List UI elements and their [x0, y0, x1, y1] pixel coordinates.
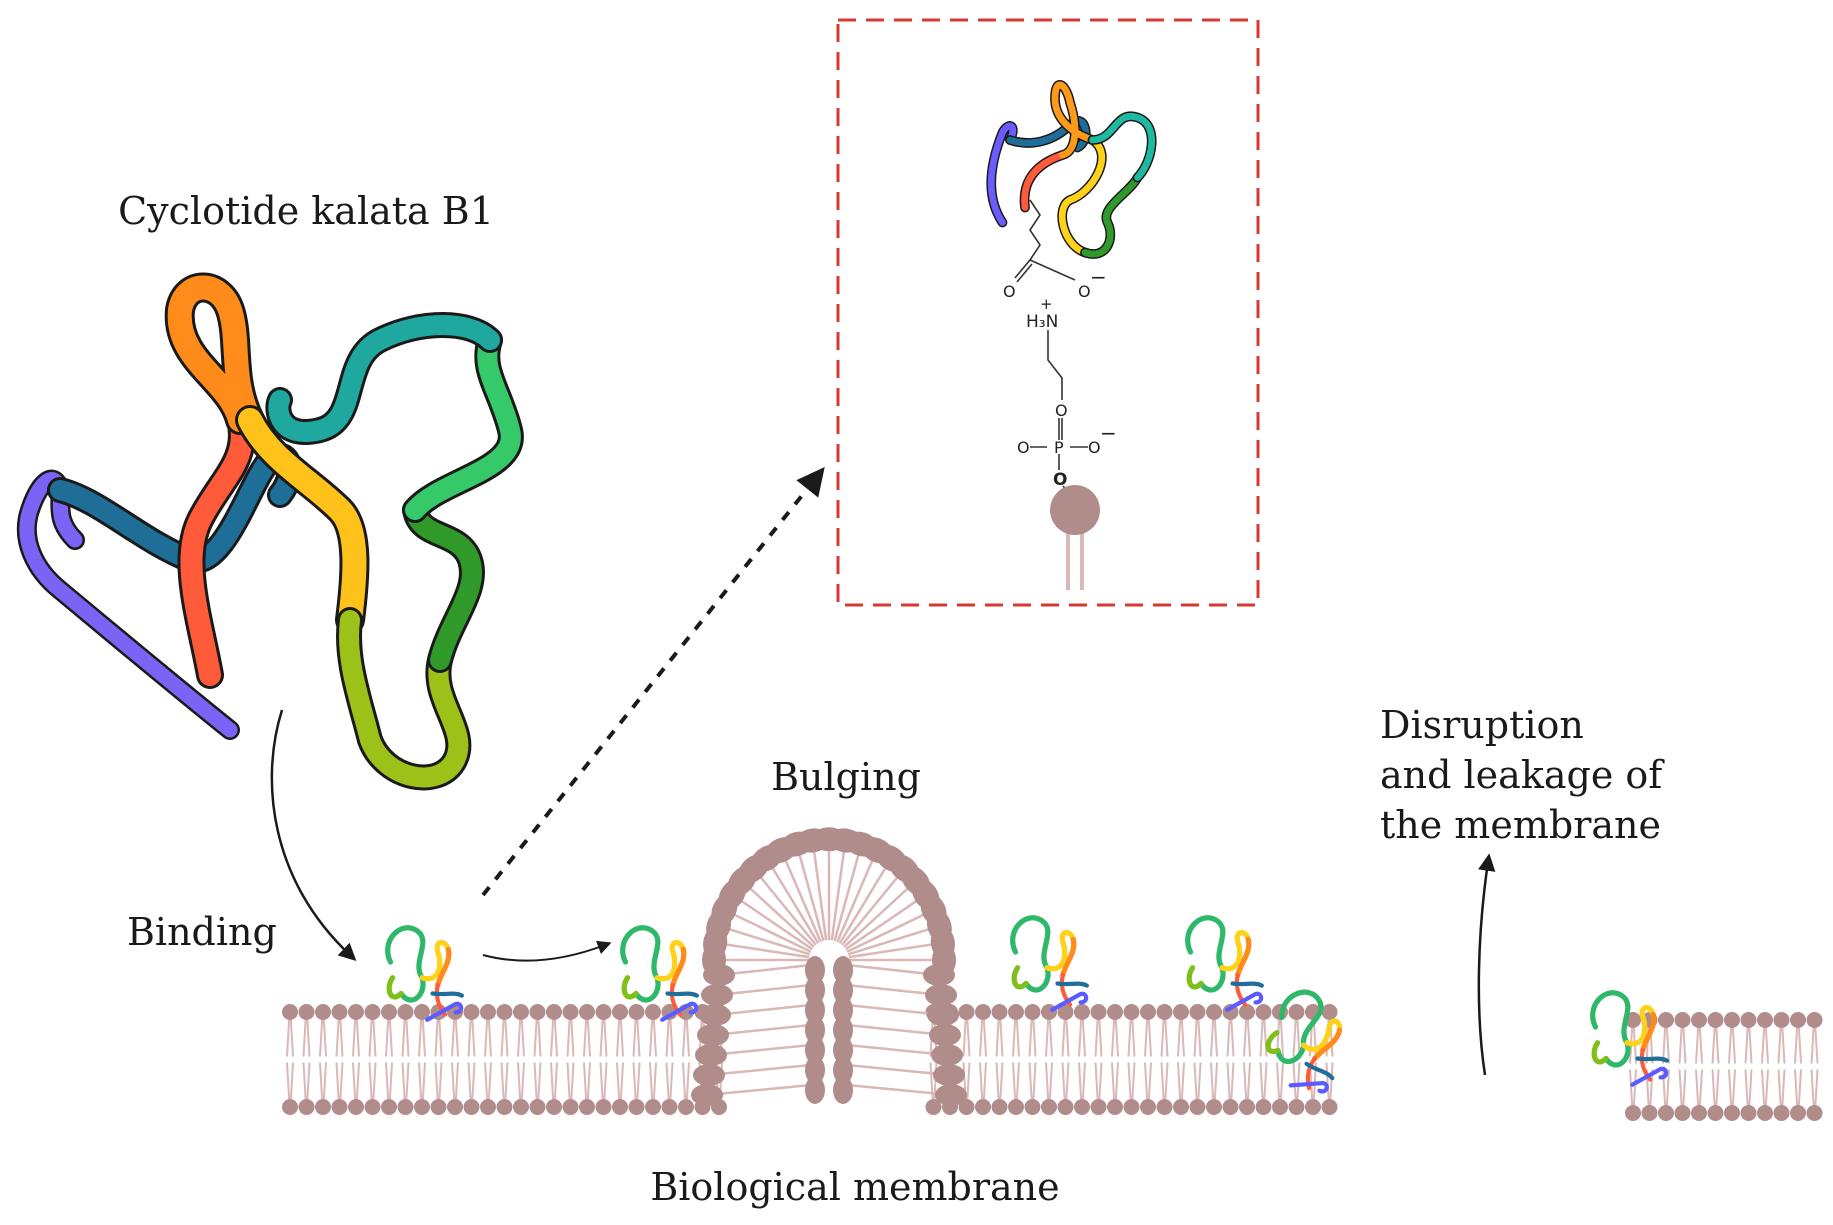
chemical-linkage [1014, 199, 1088, 501]
chem-h3n: H₃N [1026, 312, 1058, 332]
inset-box [836, 18, 1260, 607]
membrane-cyclotide-3 [1013, 918, 1087, 1010]
binding-arrow [270, 709, 357, 961]
disruption-arrow [1477, 853, 1496, 1076]
membrane-cyclotide-4 [1188, 918, 1262, 1010]
biological-membrane [282, 1004, 1338, 1115]
title-label: Cyclotide kalata B1 [118, 189, 494, 233]
chem-plus: + [1040, 295, 1053, 313]
disruption-label-line-2: and leakage of [1380, 753, 1665, 797]
membrane-bulge [691, 827, 967, 1106]
chem-o-p-right: O [1088, 438, 1101, 457]
inset-lipid [1050, 485, 1100, 590]
binding-label: Binding [127, 910, 277, 954]
chem-o-top: O [1055, 401, 1068, 420]
disruption-label-line-3: the membrane [1380, 803, 1661, 847]
chem-minus-1: − [1090, 265, 1107, 289]
zoom-dotted-arrow [481, 467, 825, 897]
chem-o-right: O [1078, 282, 1091, 301]
chem-o-left: O [1003, 282, 1016, 301]
membrane-cyclotide-5 [1255, 985, 1361, 1100]
cyclotide-kalata-b1-structure [16, 272, 524, 791]
chem-minus-2: − [1100, 421, 1117, 445]
chem-p: P [1054, 438, 1064, 457]
membrane-label: Biological membrane [650, 1165, 1059, 1209]
chem-o-bottom: O [1053, 470, 1067, 490]
bulging-label: Bulging [771, 755, 921, 799]
inset-cyclotide [986, 80, 1157, 259]
disruption-label-line-1: Disruption [1380, 703, 1584, 747]
movement-arrow [482, 940, 612, 962]
chem-o-p-left: O [1017, 438, 1030, 457]
